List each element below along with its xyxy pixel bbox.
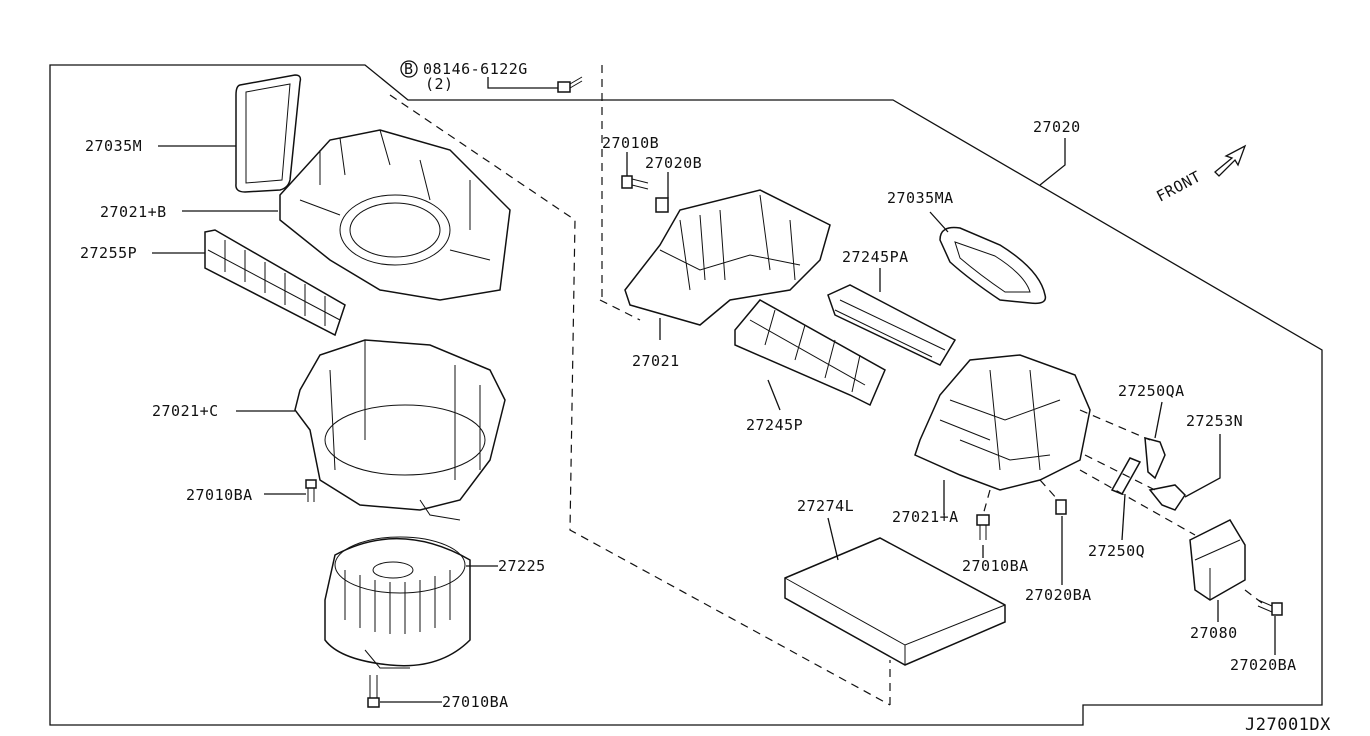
label-27010B: 27010B: [602, 134, 659, 152]
bolt-spec-callout: B 08146-6122G (2): [400, 60, 583, 93]
front-direction-indicator: FRONT: [1153, 144, 1247, 206]
bolt-part-number: 08146-6122G: [423, 60, 528, 78]
clip-27020B: [655, 197, 669, 213]
intake-duct-27021: [624, 189, 831, 326]
lever-27250QA: [1144, 436, 1166, 480]
label-27010BA-3: 27010BA: [962, 557, 1029, 575]
label-27020BA-1: 27020BA: [1025, 586, 1092, 604]
gasket-27035M: [235, 74, 302, 193]
label-27020BA-2: 27020BA: [1230, 656, 1297, 674]
label-27020B: 27020B: [645, 154, 702, 172]
screw-icon: [976, 514, 990, 540]
label-27020: 27020: [1033, 118, 1081, 136]
front-label: FRONT: [1153, 167, 1204, 205]
subassembly-dashed-outline: [389, 65, 891, 706]
label-27010BA-1: 27010BA: [186, 486, 253, 504]
label-27035M: 27035M: [85, 137, 142, 155]
blower-motor-27225: [324, 536, 471, 669]
label-27253N: 27253N: [1186, 412, 1243, 430]
gasket-27035MA: [939, 226, 1047, 305]
label-27035MA: 27035MA: [887, 189, 954, 207]
label-27225: 27225: [498, 557, 546, 575]
front-arrow-icon: [1214, 144, 1247, 177]
screw-icon: [621, 175, 649, 190]
bolt-prefix: B: [404, 60, 414, 78]
label-27021: 27021: [632, 352, 680, 370]
diagram-frame: [49, 64, 1323, 726]
label-27010BA-2: 27010BA: [442, 693, 509, 711]
bolt-circle-icon: [400, 60, 418, 78]
upper-case-27021B: [279, 129, 511, 301]
lower-case-27021C: [294, 339, 506, 521]
label-27245P: 27245P: [746, 416, 803, 434]
label-27250QA: 27250QA: [1118, 382, 1185, 400]
label-27245PA: 27245PA: [842, 248, 909, 266]
label-27250Q: 27250Q: [1088, 542, 1145, 560]
lever-27253N: [1148, 484, 1186, 511]
filter-27245PA: [827, 284, 957, 366]
screw-icon: [305, 479, 317, 502]
heater-unit-27021A: [914, 354, 1091, 491]
label-27080: 27080: [1190, 624, 1238, 642]
label-27255P: 27255P: [80, 244, 137, 262]
cabin-filter-27274L: [784, 537, 1006, 666]
label-27021C: 27021+C: [152, 402, 219, 420]
filter-frame-27245P: [734, 299, 886, 407]
screw-icon: [557, 76, 583, 93]
grille-27255P: [204, 229, 346, 337]
bolt-quantity: (2): [425, 75, 454, 93]
diagram-code: J27001DX: [1245, 715, 1331, 735]
screw-icon: [367, 675, 380, 708]
label-27021A: 27021+A: [892, 508, 959, 526]
actuator-27080: [1189, 519, 1246, 601]
label-27274L: 27274L: [797, 497, 854, 515]
label-27021B: 27021+B: [100, 203, 167, 221]
clip-27020BA: [1055, 499, 1067, 515]
